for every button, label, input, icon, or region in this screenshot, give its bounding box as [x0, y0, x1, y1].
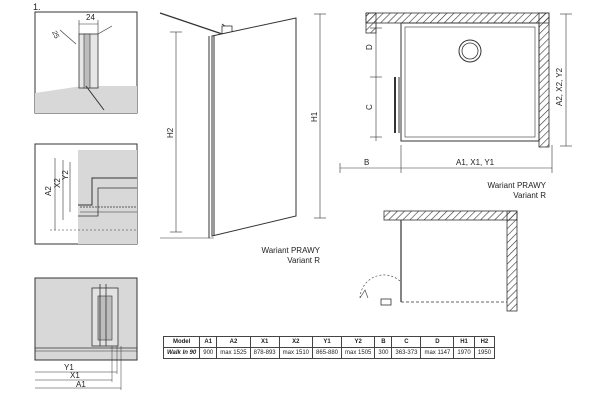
table-header-cell: A2	[216, 336, 251, 348]
dimensions-table: Model A1 A2 X1 X2 Y1 Y2 B C D H1 H2 Walk…	[162, 336, 496, 359]
elevation-variant-line-1: Wariant PRAWY	[261, 246, 320, 255]
table-cell: max 1147	[420, 347, 455, 359]
table-cell: 300	[374, 347, 393, 359]
detail-2-label-y2: Y2	[61, 170, 70, 180]
plan-view: D C B A1, X1, Y1 A2, X2, Y2	[339, 12, 572, 173]
table-header-cell: A1	[199, 336, 218, 348]
table-cell: 1970	[453, 347, 475, 359]
table-header-cell: D	[420, 336, 455, 348]
table-cell: max 1510	[278, 347, 314, 359]
table-header-cell: X1	[249, 336, 280, 348]
elevation-label-h1: H1	[310, 111, 319, 122]
elevation-label-h2: H2	[166, 127, 175, 138]
table-cell-model: Walk In 90	[162, 347, 201, 359]
plan-variant-line-2: Variant R	[513, 191, 546, 200]
detail-1-box: 24 25	[34, 11, 138, 114]
detail-2-label-x2: X2	[53, 178, 62, 188]
detail-3-label-y1: Y1	[64, 363, 74, 372]
plan-label-bottom: A1, X1, Y1	[456, 158, 495, 167]
table-cell: 865-880	[312, 347, 343, 359]
table-header-cell: C	[391, 336, 422, 348]
detail-3-label-x1: X1	[70, 371, 80, 380]
detail-2-box: A2 X2 Y2	[34, 143, 138, 245]
table-header-cell: Model	[162, 336, 201, 348]
plan-label-side: A2, X2, Y2	[555, 67, 564, 106]
figure-number: 1.	[33, 2, 41, 12]
table-cell: max 1525	[216, 347, 251, 359]
detail-1-dim-24: 24	[86, 13, 95, 22]
table-header-cell: B	[374, 336, 393, 348]
detail-3-box: Y1 X1 A1	[34, 277, 138, 390]
table-header-cell: H2	[473, 336, 496, 348]
table-header-cell: H1	[453, 336, 475, 348]
detail-2-label-a2: A2	[44, 186, 53, 196]
table-header-cell: Y2	[341, 336, 376, 348]
small-plan-view	[359, 210, 518, 312]
plan-label-c: C	[365, 104, 374, 110]
plan-variant-line-1: Wariant PRAWY	[487, 181, 546, 190]
table-header-cell: Y1	[312, 336, 343, 348]
elevation-view: H2 H1	[159, 12, 326, 239]
plan-label-d: D	[365, 44, 374, 50]
elevation-variant-label: Wariant PRAWY Variant R	[230, 246, 320, 266]
elevation-variant-line-2: Variant R	[287, 256, 320, 265]
table-header-row: Model A1 A2 X1 X2 Y1 Y2 B C D H1 H2	[162, 336, 496, 348]
table-cell: 363-373	[391, 347, 422, 359]
table-row: Walk In 90 900 max 1525 878-893 max 1510…	[162, 347, 496, 359]
table-cell: 878-893	[249, 347, 280, 359]
table-cell: 900	[199, 347, 218, 359]
table-cell: 1950	[473, 347, 496, 359]
table-header-cell: X2	[278, 336, 314, 348]
detail-1-dim-25: 25	[50, 30, 60, 40]
plan-label-b: B	[364, 158, 369, 167]
detail-3-label-a1: A1	[76, 380, 86, 389]
plan-variant-label: Wariant PRAWY Variant R	[458, 181, 546, 201]
table-cell: max 1505	[341, 347, 376, 359]
